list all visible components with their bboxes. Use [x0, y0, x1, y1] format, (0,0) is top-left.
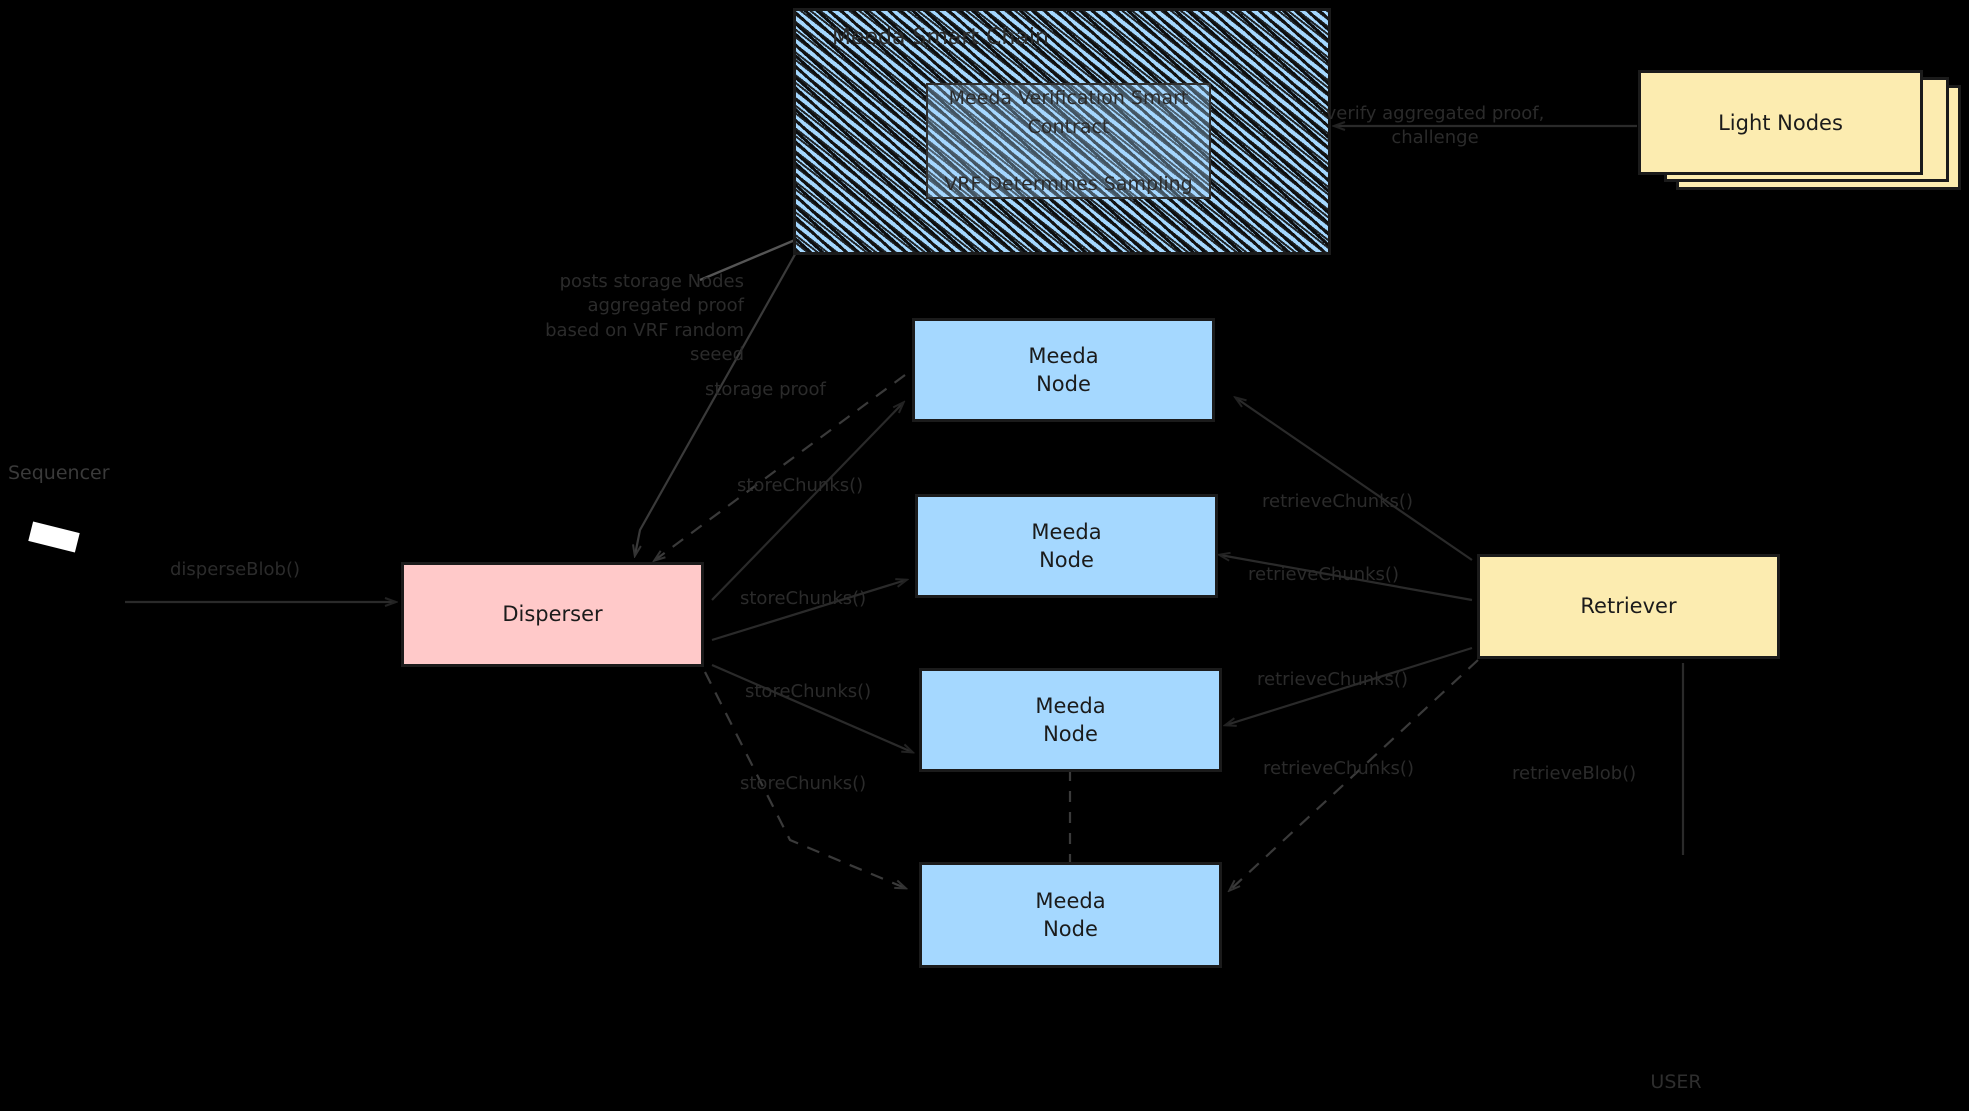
meeda-node-3-label: Meeda Node [1035, 693, 1106, 746]
meeda-node-3[interactable]: Meeda Node [919, 668, 1222, 772]
meeda-node-1[interactable]: Meeda Node [912, 318, 1215, 422]
edge-store-chunks-1 [711, 403, 903, 601]
edge-label-posts-storage-proof: posts storage Nodes aggregated proof bas… [545, 271, 744, 365]
edge-label-store-chunks-2: storeChunks() [740, 588, 867, 609]
edge-storage-proof [655, 374, 906, 560]
retriever-box[interactable]: Retriever [1477, 554, 1780, 659]
light-nodes-box[interactable]: Light Nodes [1638, 70, 1923, 175]
meeda-node-2[interactable]: Meeda Node [915, 494, 1218, 598]
sequencer-label: Sequencer [8, 462, 110, 484]
meeda-verification-smart-contract-box[interactable]: Meeda Verification Smart Contract VRF De… [926, 83, 1211, 199]
meeda-node-4-label: Meeda Node [1035, 888, 1106, 941]
edge-label-retrieve-chunks-1: retrieveChunks() [1262, 491, 1413, 512]
chain-hatch-pattern-secondary [796, 11, 1328, 252]
sequencer-marker [28, 521, 80, 553]
retriever-label: Retriever [1580, 594, 1677, 619]
edge-label-retrieve-blob: retrieveBlob() [1512, 763, 1637, 784]
disperser-label: Disperser [502, 602, 603, 627]
edge-label-verify-aggregated: verify aggregated proof, challenge [1325, 103, 1545, 149]
meeda-smart-chain-title: Meeda Smart Chain [832, 25, 1049, 50]
edge-label-disperse-blob: disperseBlob() [170, 559, 300, 580]
edge-label-store-chunks-1: storeChunks() [737, 475, 864, 496]
light-nodes-label: Light Nodes [1718, 110, 1843, 135]
disperser-box[interactable]: Disperser [401, 562, 704, 667]
edge-label-retrieve-chunks-3: retrieveChunks() [1257, 669, 1408, 690]
edge-retrieve-chunks-1 [1236, 398, 1473, 561]
edge-store-chunks-3 [711, 663, 912, 752]
meeda-node-4[interactable]: Meeda Node [919, 862, 1222, 968]
edge-label-retrieve-chunks-2: retrieveChunks() [1248, 564, 1399, 585]
verification-contract-label: Meeda Verification Smart Contract VRF De… [944, 87, 1193, 195]
meeda-node-1-label: Meeda Node [1028, 343, 1099, 396]
meeda-node-2-label: Meeda Node [1031, 519, 1102, 572]
edge-label-store-chunks-4: storeChunks() [740, 773, 867, 794]
user-label: USER [1650, 1071, 1702, 1093]
edge-label-retrieve-chunks-4: retrieveChunks() [1263, 758, 1414, 779]
meeda-smart-chain-box[interactable]: Meeda Smart Chain Meeda Verification Sma… [793, 8, 1331, 255]
edge-label-store-chunks-3: storeChunks() [745, 681, 872, 702]
edge-label-storage-proof: storage proof [705, 379, 826, 400]
